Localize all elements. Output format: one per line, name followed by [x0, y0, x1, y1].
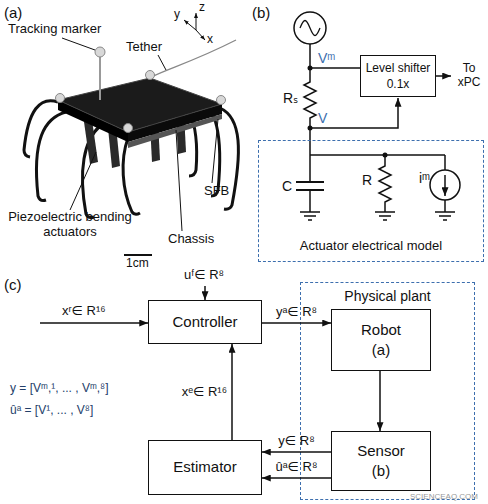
part-name: Chassis — [168, 232, 214, 247]
ground-symbol — [435, 212, 455, 220]
ac-source-symbol — [294, 12, 326, 44]
node-text: Sensor (b) — [354, 441, 408, 482]
signal-name: xᵉ∈ R¹⁶ — [182, 385, 227, 400]
tracking-marker — [124, 124, 133, 133]
component-label: C — [282, 178, 292, 194]
node-text: Controller — [172, 312, 237, 332]
robot-leg — [123, 138, 140, 214]
leader-line — [176, 130, 182, 231]
leader-line — [212, 119, 218, 183]
axis-label: z — [199, 1, 205, 15]
signal-note: To xPC — [452, 62, 486, 90]
signal-definition: ûᵃ = [V¹, ... , V⁸] — [10, 404, 93, 418]
axis-line — [184, 20, 196, 30]
sine-symbol — [300, 21, 320, 36]
signal-definition: y = [Vᵐ,¹, ... , Vᵐ,⁸] — [10, 382, 109, 396]
current-direction-arrow — [444, 175, 446, 196]
junction-dot — [308, 66, 313, 71]
ground-symbol — [375, 212, 395, 220]
axis-label: y — [174, 8, 180, 22]
axis-line — [196, 13, 197, 30]
scale-bar — [124, 254, 152, 256]
ground-symbol — [300, 212, 320, 220]
tracking-marker — [56, 94, 65, 103]
panel-label: (a) — [4, 4, 22, 21]
wire — [310, 67, 360, 69]
tracking-marker — [95, 47, 105, 57]
tracking-marker — [217, 96, 226, 105]
marker-mast — [99, 57, 101, 100]
panel-label: (b) — [252, 4, 270, 21]
signal-name: uᶠ∈ R⁸ — [184, 268, 224, 283]
signal-arrow — [262, 477, 331, 479]
node-text: Estimator — [173, 457, 236, 477]
axis-label: x — [207, 33, 213, 47]
sensor-box: Sensor (b) — [331, 431, 431, 491]
part-name: SFB — [204, 184, 229, 199]
signal-name: Vᵐ — [318, 50, 335, 66]
axis-line — [196, 30, 205, 40]
leader-line — [158, 55, 166, 70]
part-name: Piezoelectric bending actuators — [4, 210, 136, 240]
robot-leg — [24, 101, 58, 157]
leader-line — [62, 38, 95, 50]
node-text: Level shifter 0.1x — [363, 60, 433, 92]
signal-name: yᵃ∈ R⁸ — [276, 305, 317, 320]
signal-arrow — [262, 322, 331, 324]
signal-name: y∈ R⁸ — [278, 434, 314, 449]
wire — [444, 155, 446, 170]
node-text: Physical plant — [344, 287, 430, 306]
robot-leg — [36, 112, 66, 201]
wire — [310, 98, 398, 128]
component-label: iᵐ — [419, 170, 430, 186]
chassis-top — [58, 78, 222, 132]
junction-dot — [308, 126, 313, 131]
panel-label: (c) — [4, 276, 22, 293]
current-source-symbol — [430, 170, 460, 200]
model-boundary: Actuator electrical model — [258, 140, 484, 262]
wire — [309, 190, 311, 212]
watermark: SCIENCEAQ.COM — [410, 492, 478, 501]
signal-name: V — [318, 110, 327, 126]
resistor-symbol — [304, 68, 316, 182]
signal-arrow — [379, 371, 381, 431]
component-label: R — [362, 172, 372, 188]
signal-name: xʳ∈ R¹⁶ — [62, 304, 106, 319]
estimator-box: Estimator — [148, 440, 262, 495]
part-name: Tracking marker — [8, 22, 101, 37]
signal-name: ûᵃ∈ R⁸ — [276, 460, 318, 475]
controller-box: Controller — [148, 300, 262, 344]
robot-box: Robot (a) — [331, 309, 431, 371]
tracking-marker — [146, 71, 155, 80]
capacitor-symbol — [296, 181, 324, 183]
input-arrow — [204, 286, 206, 300]
part-name: Tether — [126, 40, 162, 55]
node-text: Robot (a) — [356, 320, 406, 361]
wire — [309, 44, 311, 68]
signal-arrow — [262, 451, 331, 453]
node-text: Actuator electrical model — [300, 237, 442, 255]
plant-boundary: Physical plantRobot (a) Sensor (b) — [300, 282, 475, 500]
input-arrow — [40, 322, 148, 324]
wire — [444, 200, 446, 212]
component-label: Rₛ — [283, 90, 298, 106]
signal-arrow — [231, 344, 233, 440]
leader-line — [70, 152, 96, 210]
junction-dot — [383, 153, 388, 158]
level-shifter-box: Level shifter 0.1x — [360, 55, 436, 97]
resistor-symbol — [379, 155, 391, 212]
wire — [310, 154, 445, 156]
scale-label: 1cm — [126, 257, 149, 271]
output-arrow — [436, 75, 451, 77]
